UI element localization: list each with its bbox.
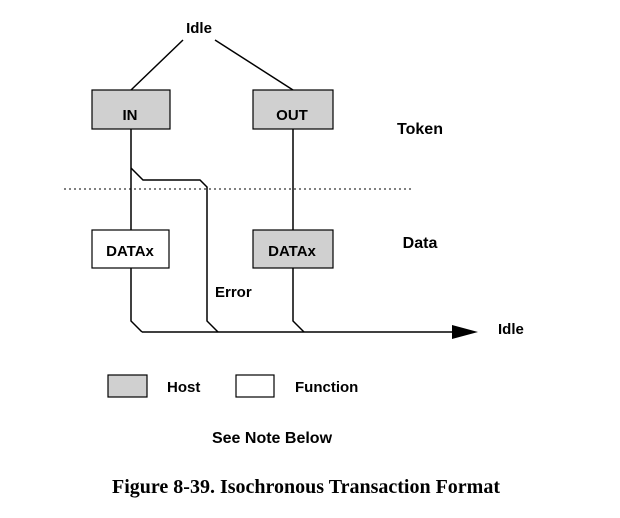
out-packet-label: OUT bbox=[276, 107, 308, 124]
out-datax-box bbox=[252, 229, 334, 269]
legend-host-swatch bbox=[107, 374, 148, 398]
legend-function-label: Function bbox=[295, 379, 358, 396]
idle-to-out-line bbox=[214, 39, 294, 91]
arrow-head-icon bbox=[452, 325, 478, 339]
out-packet-box bbox=[252, 89, 334, 130]
idle-right-label: Idle bbox=[498, 321, 524, 338]
in-packet-box bbox=[91, 89, 171, 130]
legend-host-label: Host bbox=[167, 379, 200, 396]
idle-to-in-line bbox=[130, 39, 184, 91]
legend-function-swatch bbox=[235, 374, 275, 398]
in-datax-label: DATAx bbox=[106, 243, 154, 260]
in-datax-to-idle-line bbox=[130, 268, 143, 333]
data-phase-label: Data bbox=[403, 235, 438, 252]
out-datax-to-idle-line bbox=[292, 268, 305, 333]
note-label: See Note Below bbox=[212, 430, 333, 447]
in-datax-box bbox=[91, 229, 170, 269]
error-label: Error bbox=[215, 284, 252, 301]
figure-caption: Figure 8-39. Isochronous Transaction For… bbox=[112, 476, 500, 498]
error-path-line bbox=[130, 167, 219, 333]
idle-top-label: Idle bbox=[186, 20, 212, 37]
out-datax-label: DATAx bbox=[268, 243, 316, 260]
token-phase-label: Token bbox=[397, 121, 443, 138]
in-packet-label: IN bbox=[123, 107, 138, 124]
